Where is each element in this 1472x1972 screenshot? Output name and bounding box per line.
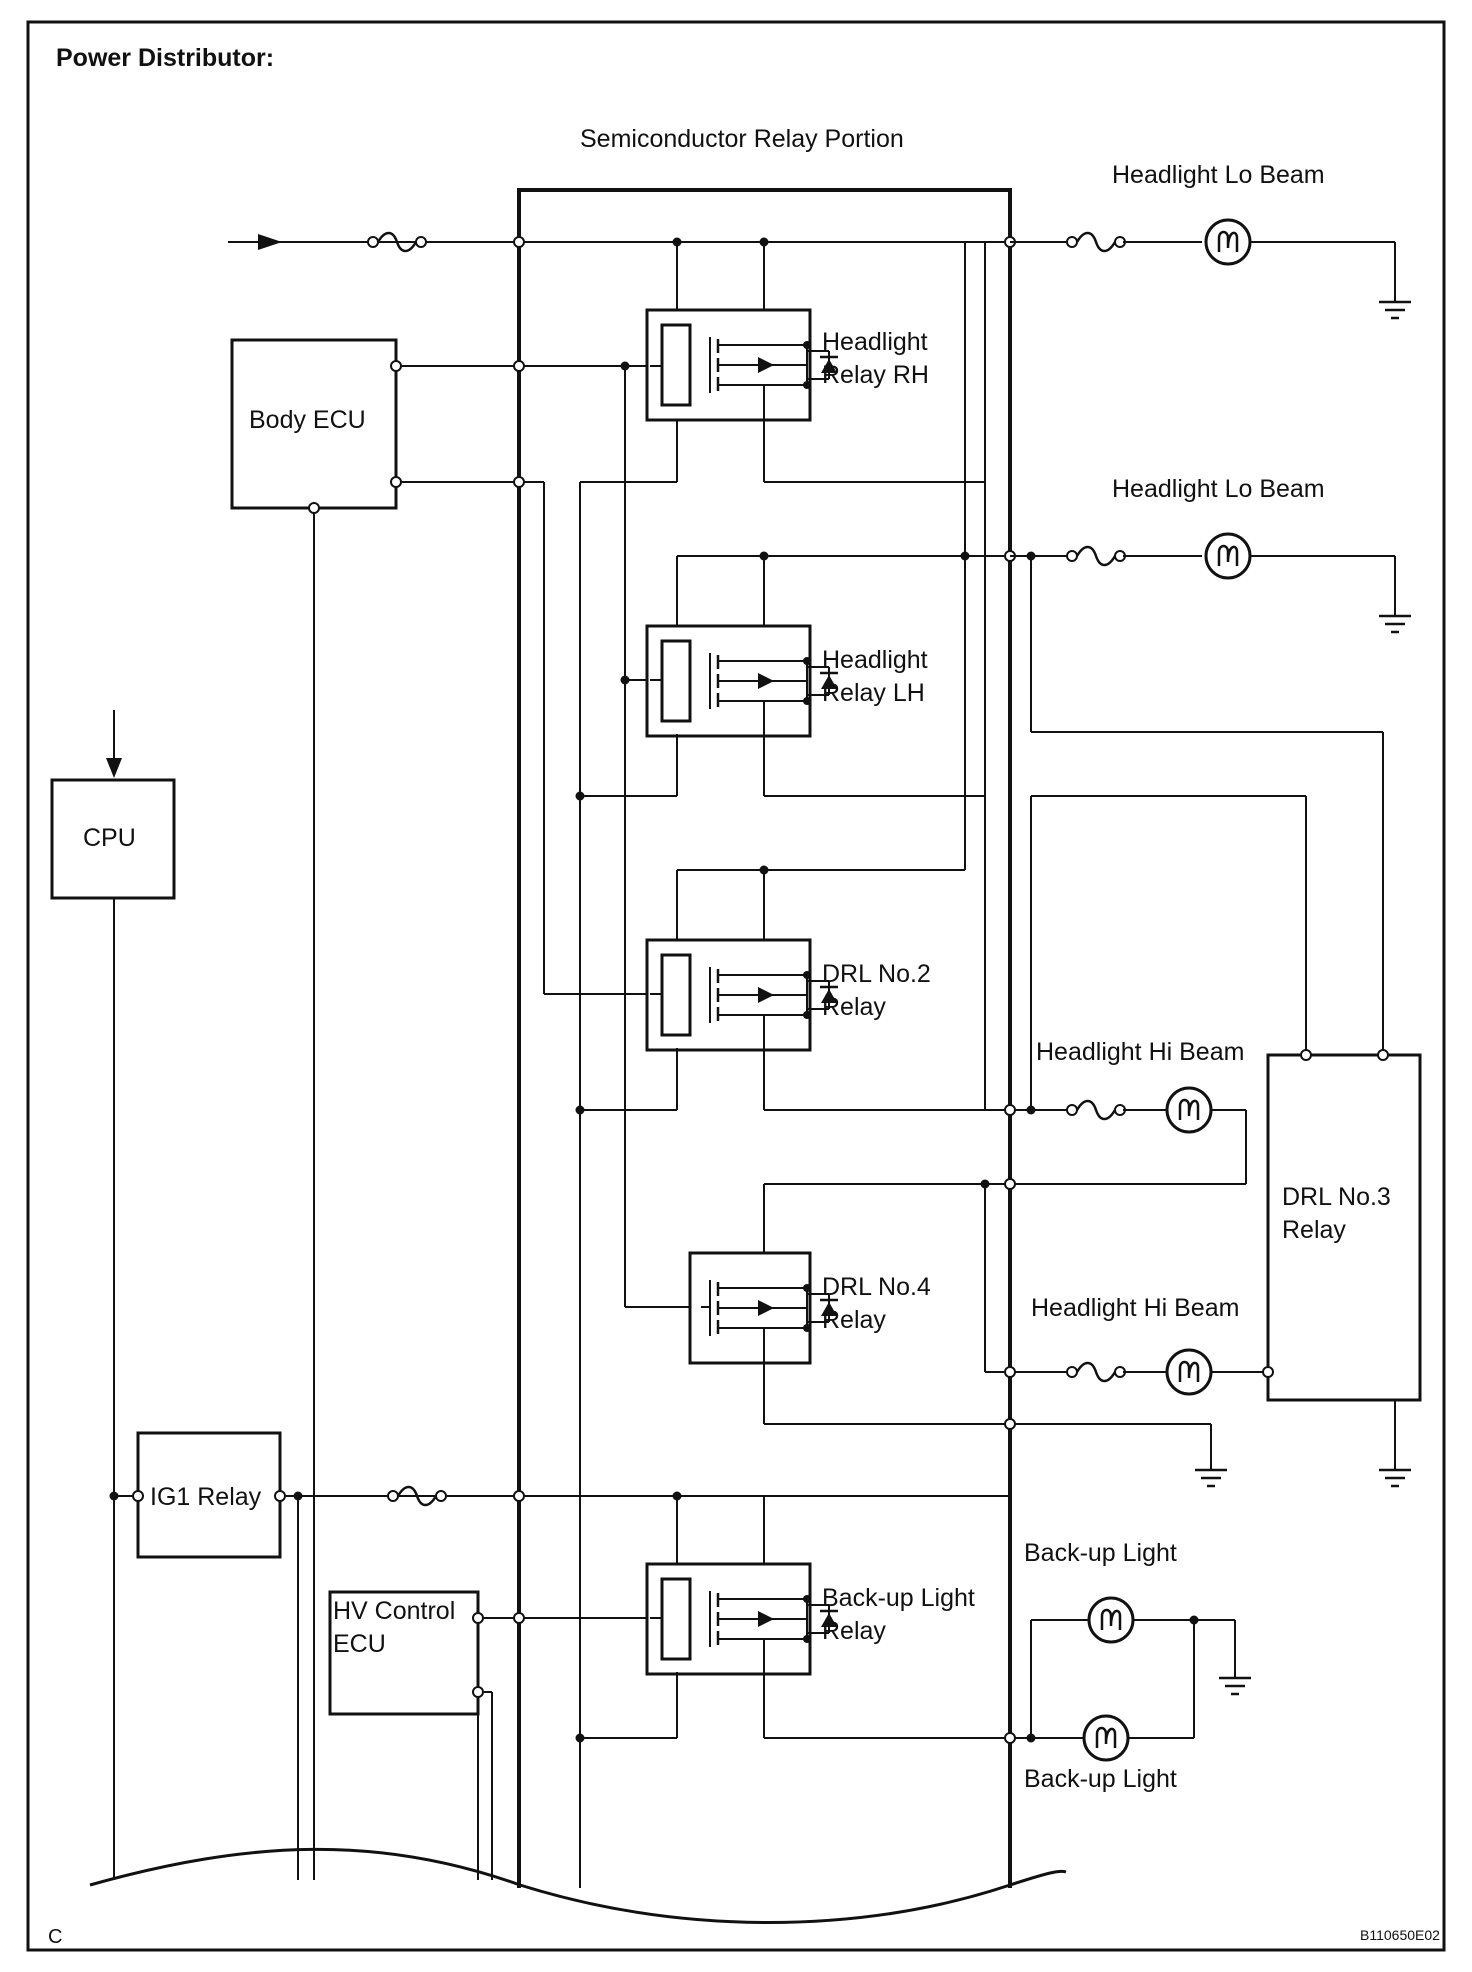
corner-letter: C — [48, 1926, 62, 1948]
figure-code: B110650E02 — [1360, 1927, 1440, 1943]
svg-text:DRL No.4: DRL No.4 — [822, 1273, 931, 1301]
drl-no3-label-2: Relay — [1282, 1216, 1346, 1244]
svg-text:Headlight: Headlight — [822, 646, 928, 674]
svg-text:Relay: Relay — [822, 1617, 886, 1645]
hv-control-ecu-label-1: HV Control — [333, 1597, 455, 1625]
lo-beam-label-2: Headlight Lo Beam — [1112, 475, 1325, 503]
page-title: Power Distributor: — [56, 44, 274, 72]
lo-beam-bulb-2 — [1204, 532, 1252, 580]
ig1-relay-block — [136, 1431, 282, 1559]
headlight-relay-rh: Headlight Relay RH — [645, 308, 929, 422]
backup-bulb-1 — [1087, 1596, 1135, 1644]
body-ecu-block — [230, 338, 398, 510]
bottom-break-line — [89, 1847, 1067, 1924]
outer-frame — [26, 20, 1446, 1952]
svg-text:DRL No.2: DRL No.2 — [822, 960, 931, 988]
backup-light-relay: Back-up Light Relay — [645, 1562, 975, 1676]
ground-icon — [1377, 278, 1413, 320]
cpu-label: CPU — [83, 824, 136, 852]
drl-no4-relay: DRL No.4 Relay — [688, 1251, 931, 1365]
relay-portion-outline — [517, 188, 1012, 1888]
lo-beam-label-1: Headlight Lo Beam — [1112, 161, 1325, 189]
drl-no3-label-1: DRL No.3 — [1282, 1183, 1391, 1211]
hv-control-ecu-block — [328, 1590, 480, 1716]
fuse-ig1 — [386, 1485, 448, 1507]
hi-beam-bulb-1 — [1165, 1086, 1213, 1134]
semiconductor-relay-portion-label: Semiconductor Relay Portion — [580, 125, 904, 153]
cpu-input-arrow — [106, 758, 122, 778]
power-feed-arrow — [258, 234, 282, 250]
drl-no3-relay-block — [1266, 1053, 1422, 1402]
drl-no2-relay: DRL No.2 Relay — [645, 938, 931, 1052]
ig1-relay-label: IG1 Relay — [150, 1483, 262, 1511]
fuse-main — [366, 231, 428, 253]
lo-beam-bulb-1 — [1204, 218, 1252, 266]
backup-label-1: Back-up Light — [1024, 1539, 1177, 1567]
backup-label-2: Back-up Light — [1024, 1765, 1177, 1793]
svg-text:Back-up Light: Back-up Light — [822, 1584, 975, 1612]
backup-bulb-2 — [1082, 1714, 1130, 1762]
svg-text:Relay RH: Relay RH — [822, 361, 929, 389]
svg-text:Headlight: Headlight — [822, 328, 928, 356]
hi-beam-label-2: Headlight Hi Beam — [1031, 1294, 1239, 1322]
svg-text:Relay: Relay — [822, 993, 886, 1021]
hi-beam-bulb-2 — [1165, 1348, 1213, 1396]
svg-text:Relay LH: Relay LH — [822, 679, 925, 707]
hv-control-ecu-label-2: ECU — [333, 1630, 386, 1658]
cpu-block — [50, 778, 176, 900]
body-ecu-label: Body ECU — [249, 406, 366, 434]
headlight-relay-lh: Headlight Relay LH — [645, 624, 928, 738]
hi-beam-label-1: Headlight Hi Beam — [1036, 1038, 1244, 1066]
svg-text:Relay: Relay — [822, 1306, 886, 1334]
